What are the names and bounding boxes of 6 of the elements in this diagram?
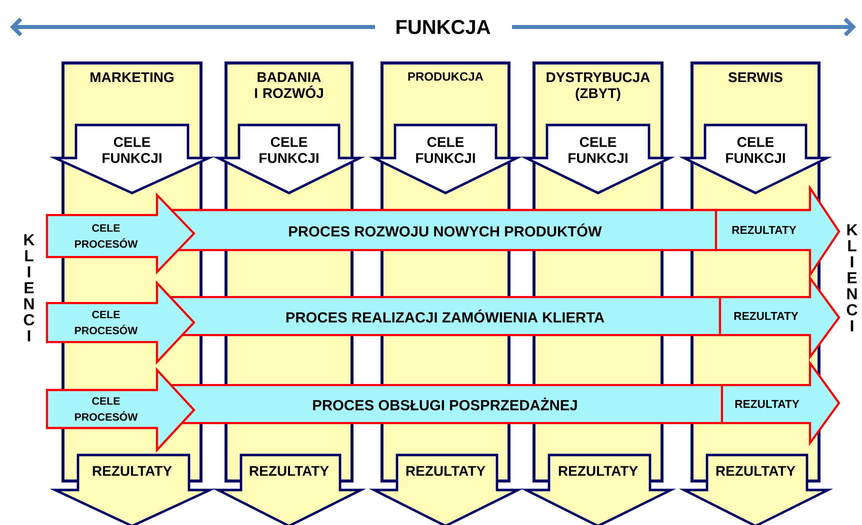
- process-band: PROCES REALIZACJI ZAMÓWIENIA KLIERTA: [170, 296, 722, 336]
- side-label: K L I E N C I: [846, 224, 858, 332]
- title: FUNKCJA: [396, 20, 490, 34]
- process-band: PROCES OBSŁUGI POSPRZEDAŻNEJ: [170, 384, 724, 424]
- process-band: PROCES ROZWOJU NOWYCH PRODUKTÓW: [170, 208, 718, 252]
- side-label: K L I E N C I: [24, 234, 35, 342]
